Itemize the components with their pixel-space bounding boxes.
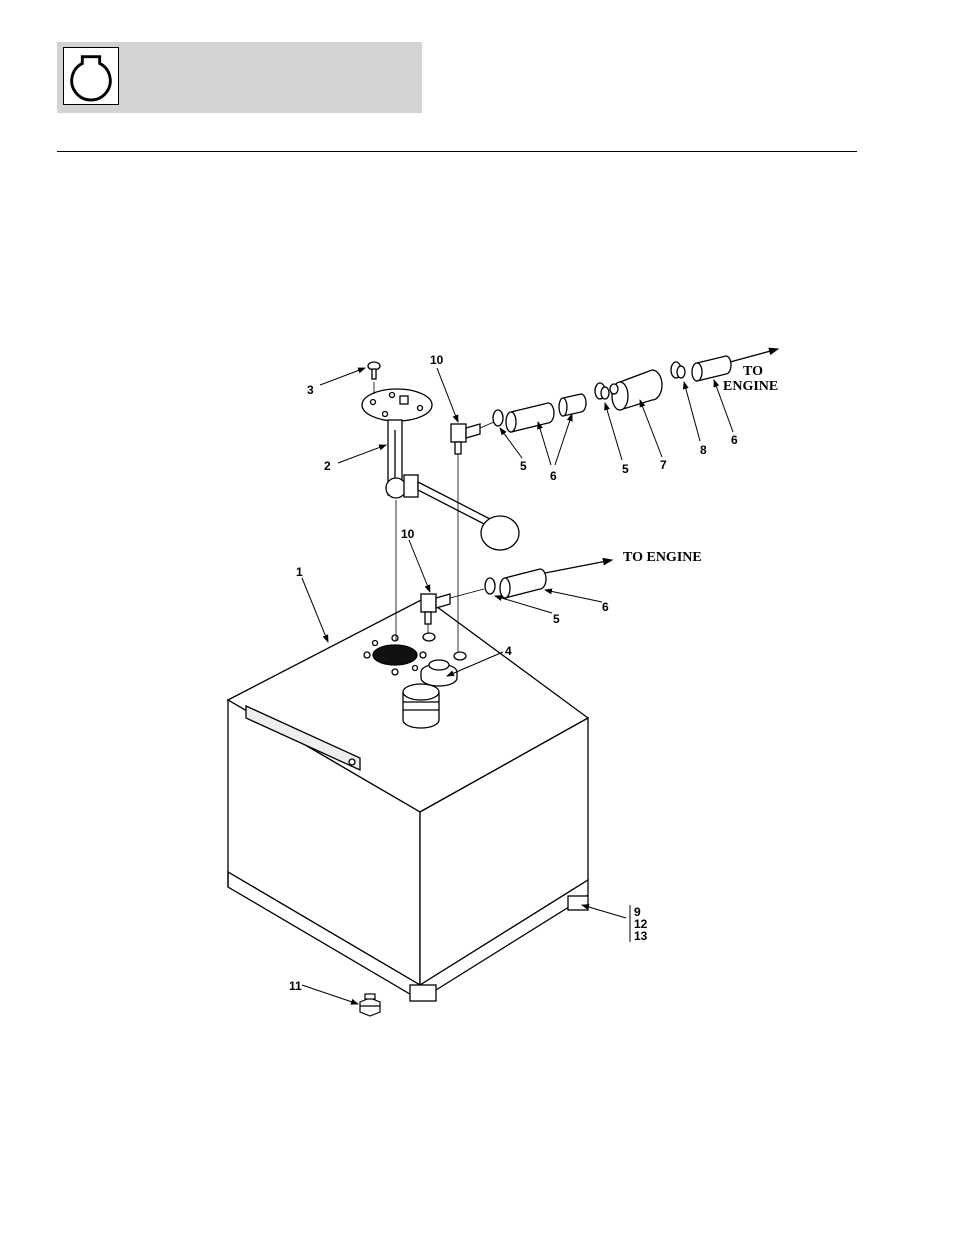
destination-upper-line1: TO xyxy=(743,364,763,379)
callout-5-c: 5 xyxy=(553,612,560,626)
callout-5-a: 5 xyxy=(520,459,527,473)
destination-upper-line2: ENGINE xyxy=(723,379,778,394)
callout-5-b: 5 xyxy=(622,462,629,476)
callout-6-b: 6 xyxy=(731,433,738,447)
callout-10-upper: 10 xyxy=(430,353,444,367)
callout-6-a: 6 xyxy=(550,469,557,483)
callout-10-lower: 10 xyxy=(401,527,415,541)
callout-1: 1 xyxy=(296,565,303,579)
callout-4: 4 xyxy=(505,644,512,658)
callout-3: 3 xyxy=(307,383,314,397)
callout-7: 7 xyxy=(660,458,667,472)
destination-lower: TO ENGINE xyxy=(623,550,702,565)
callout-11: 11 xyxy=(289,979,302,993)
drain-plug xyxy=(360,994,380,1016)
upper-fuel-line xyxy=(451,349,778,652)
callout-2: 2 xyxy=(324,459,331,473)
callout-6-c: 6 xyxy=(602,600,609,614)
fuel-tank xyxy=(228,598,588,1001)
callout-13: 13 xyxy=(634,929,648,943)
callout-8: 8 xyxy=(700,443,707,457)
